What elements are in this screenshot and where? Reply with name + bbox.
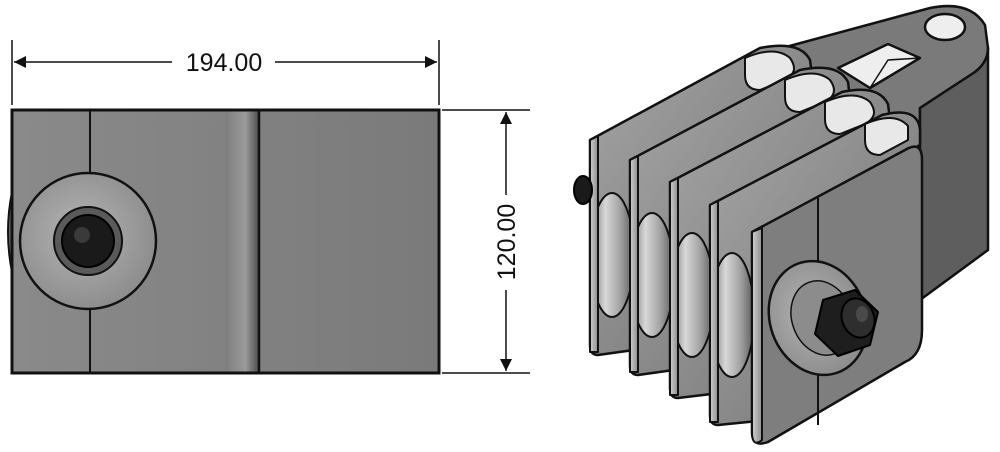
- front-nut-highlight: [74, 227, 90, 243]
- width-dimension: 194.00: [11, 40, 440, 105]
- height-dimension: 120.00: [442, 109, 530, 374]
- iso-front-nut: [814, 289, 879, 357]
- isometric-view: [573, 4, 990, 445]
- center-groove: [225, 110, 259, 373]
- iso-plate-edges: [589, 135, 719, 423]
- front-view: [7, 108, 441, 375]
- height-dimension-label: 120.00: [493, 204, 521, 280]
- iso-mount-hole: [923, 12, 967, 42]
- width-dimension-label: 194.00: [186, 49, 262, 77]
- iso-back-nut: [573, 175, 593, 205]
- iso-triangle-inner: [869, 57, 921, 89]
- front-nut: [61, 214, 115, 268]
- iso-side-face: [918, 46, 990, 302]
